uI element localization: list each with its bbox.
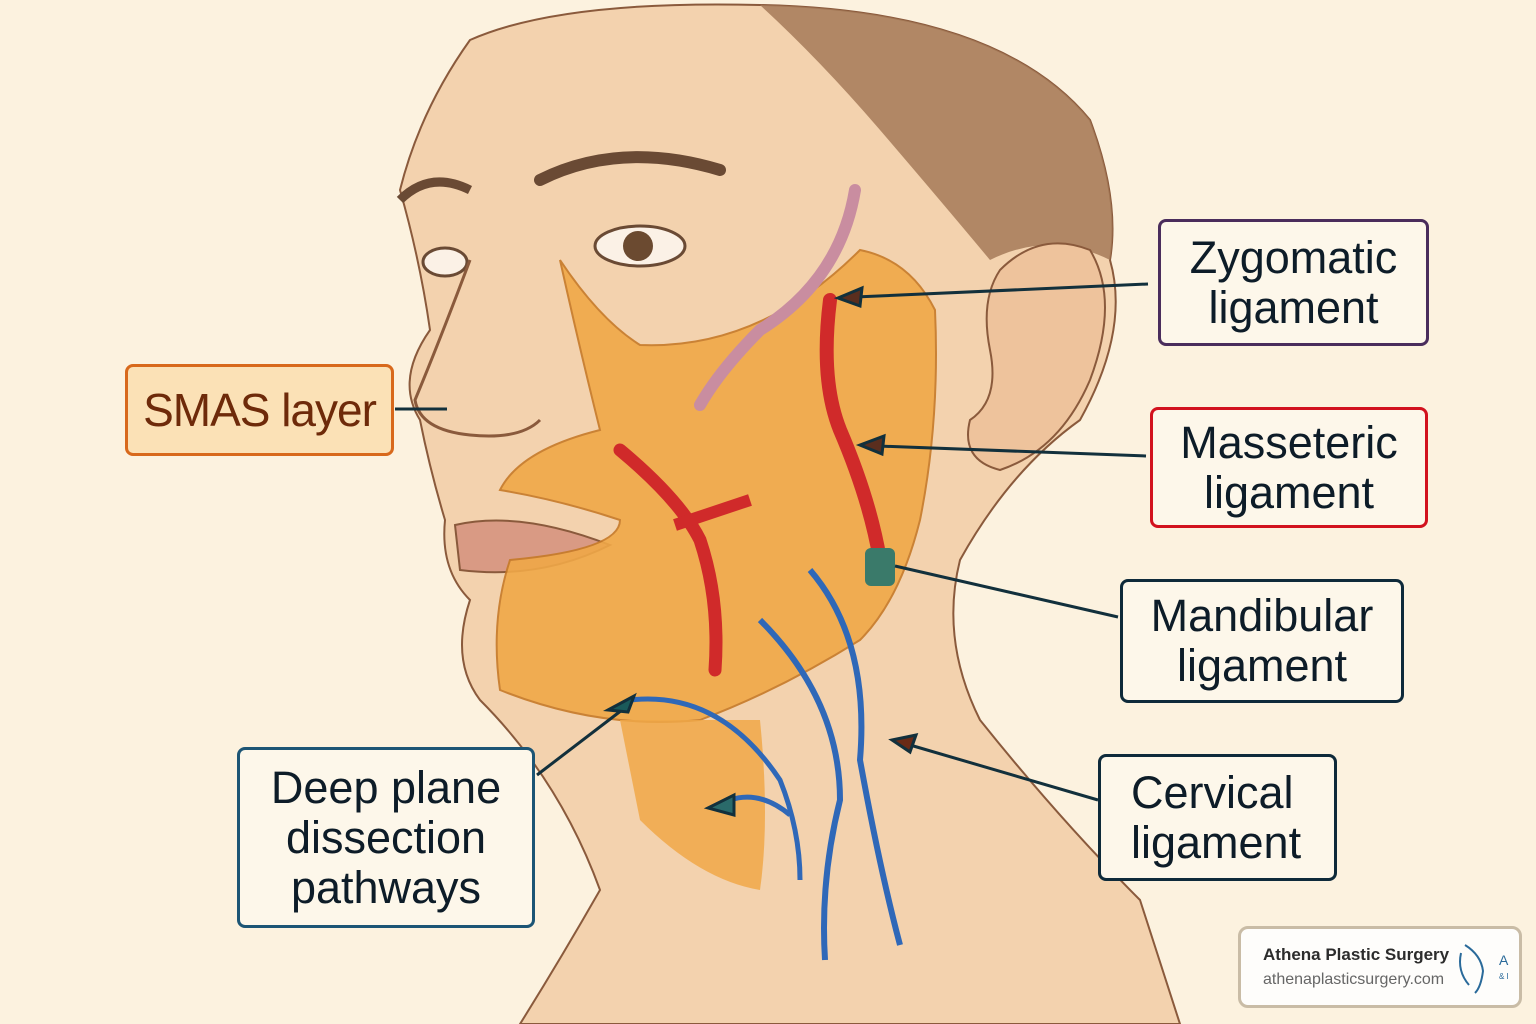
leader-mandibular bbox=[894, 564, 1119, 619]
vein-4 bbox=[729, 794, 792, 817]
eyebrow bbox=[534, 151, 726, 186]
vein-1 bbox=[807, 568, 903, 946]
label-line: pathways bbox=[290, 861, 482, 913]
cervical-ligament-label: Cervical ligament bbox=[1098, 754, 1337, 881]
eye-left bbox=[421, 246, 469, 278]
athena-logo-badge: Athena Plastic Surgery athenaplasticsurg… bbox=[1238, 926, 1522, 1008]
logo-url: athenaplasticsurgery.com bbox=[1263, 971, 1445, 988]
label-line: ligament bbox=[1131, 816, 1302, 868]
leader-lines bbox=[395, 282, 1149, 817]
zygomatic-ligament-label: Zygomatic ligament bbox=[1158, 219, 1429, 346]
vein-3 bbox=[629, 696, 803, 881]
artery-branch bbox=[613, 443, 723, 677]
artery-facial bbox=[819, 293, 887, 567]
hair bbox=[760, 5, 1113, 260]
svg-text:& I: & I bbox=[1499, 972, 1509, 981]
label-line: ligament bbox=[1203, 466, 1375, 518]
label-line: Mandibular bbox=[1150, 590, 1374, 641]
logo-name: Athena Plastic Surgery bbox=[1263, 945, 1450, 964]
deep-plane-label: Deep plane dissection pathways bbox=[237, 747, 535, 928]
label-line: Deep plane bbox=[270, 761, 502, 813]
leader-zygomatic bbox=[854, 282, 1149, 299]
eyebrow-left bbox=[396, 177, 473, 204]
mandibular-ligament-label: Mandibular ligament bbox=[1120, 579, 1404, 703]
label-line: SMAS layer bbox=[143, 384, 377, 436]
ear bbox=[967, 242, 1106, 472]
face-profile-logo-icon: A & I bbox=[1459, 944, 1509, 994]
label-line: dissection bbox=[285, 811, 487, 863]
vein-2 bbox=[757, 617, 844, 961]
mandibular-ligament-marker bbox=[865, 548, 895, 586]
artery-zygomatic bbox=[694, 184, 861, 411]
leader-cervical bbox=[909, 743, 1099, 802]
leader-masseteric bbox=[877, 444, 1147, 458]
leader-deep-plane bbox=[536, 708, 623, 777]
label-line: Zygomatic bbox=[1189, 231, 1398, 283]
label-line: ligament bbox=[1176, 640, 1348, 691]
nose bbox=[413, 259, 542, 438]
label-line: Masseteric bbox=[1180, 416, 1398, 468]
masseteric-ligament-label: Masseteric ligament bbox=[1150, 407, 1428, 528]
label-line: Cervical bbox=[1131, 766, 1294, 818]
artery-cross bbox=[673, 494, 752, 531]
smas-neck bbox=[620, 720, 765, 890]
svg-text:A: A bbox=[1499, 952, 1509, 968]
smas-layer-label: SMAS layer bbox=[125, 364, 394, 456]
label-line: ligament bbox=[1208, 281, 1379, 333]
